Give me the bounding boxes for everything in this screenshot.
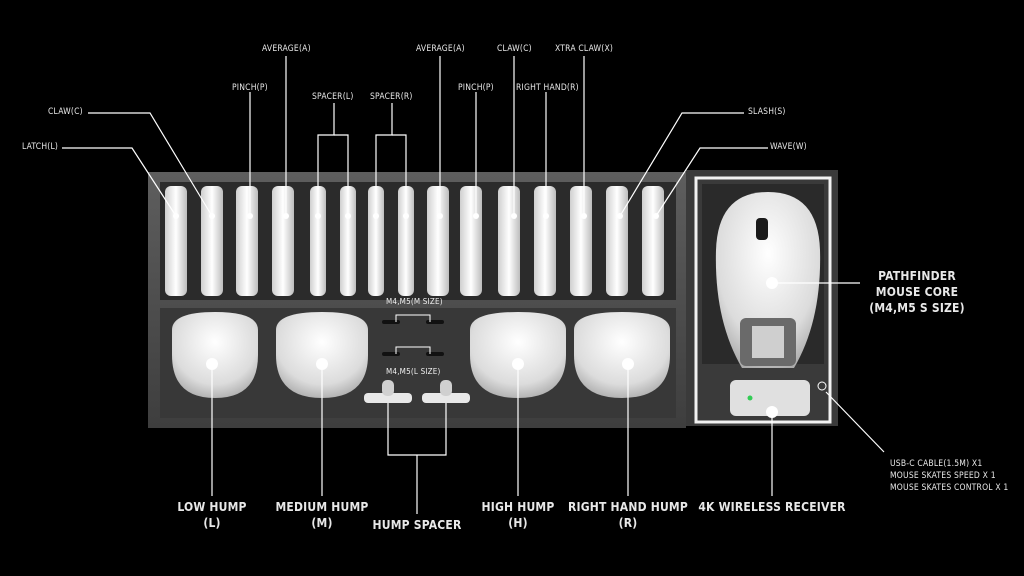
label-right-hand-hump: RIGHT HAND HUMP (R) bbox=[563, 499, 693, 531]
accessories-line2: MOUSE SKATES SPEED X 1 bbox=[890, 471, 996, 481]
note-m-size: M4,M5(M SIZE) bbox=[386, 297, 443, 306]
accessory-marker bbox=[817, 381, 827, 391]
label-spacer-l: SPACER(L) bbox=[312, 92, 354, 102]
side-part-xtra-claw bbox=[570, 186, 592, 296]
label-low-hump-line1: LOW HUMP bbox=[177, 500, 247, 514]
label-medium-hump: MEDIUM HUMP (M) bbox=[262, 499, 382, 531]
note-l-size: M4,M5(L SIZE) bbox=[386, 367, 441, 376]
core-label-line1: PATHFINDER bbox=[878, 269, 956, 283]
side-part-pinch-left bbox=[236, 186, 258, 296]
side-part-claw-right bbox=[498, 186, 520, 296]
side-part-latch bbox=[165, 186, 187, 296]
label-medium-hump-line1: MEDIUM HUMP bbox=[275, 500, 369, 514]
side-part-average-right bbox=[427, 186, 449, 296]
side-part-slash bbox=[606, 186, 628, 296]
hump-right-hand bbox=[574, 312, 670, 398]
side-part-spacer-l2 bbox=[340, 186, 356, 296]
label-average-left: AVERAGE(A) bbox=[262, 44, 311, 54]
label-average-right: AVERAGE(A) bbox=[416, 44, 465, 54]
side-part-claw-left bbox=[201, 186, 223, 296]
core-label-line2: MOUSE CORE bbox=[875, 285, 959, 299]
accessories-line3: MOUSE SKATES CONTROL X 1 bbox=[890, 483, 1009, 493]
label-high-hump: HIGH HUMP (H) bbox=[468, 499, 568, 531]
hump-high bbox=[470, 312, 566, 398]
side-part-slots bbox=[165, 186, 664, 296]
side-part-pinch-right bbox=[460, 186, 482, 296]
hump-low bbox=[172, 312, 258, 398]
leader-lines bbox=[62, 56, 885, 514]
label-medium-hump-line2: (M) bbox=[311, 516, 333, 530]
label-high-hump-line2: (H) bbox=[508, 516, 528, 530]
wireless-receiver bbox=[730, 380, 810, 416]
label-xtra-claw: XTRA CLAW(X) bbox=[555, 44, 614, 54]
label-low-hump: LOW HUMP (L) bbox=[162, 499, 262, 531]
label-slash: SLASH(S) bbox=[748, 107, 786, 117]
accessories-line1: USB-C CABLE(1.5M) X1 bbox=[890, 459, 983, 469]
accessories-label: USB-C CABLE(1.5M) X1 MOUSE SKATES SPEED … bbox=[890, 458, 1009, 494]
hump-medium bbox=[276, 312, 368, 398]
label-spacer-r: SPACER(R) bbox=[370, 92, 413, 102]
label-hump-spacer: HUMP SPACER bbox=[372, 518, 462, 532]
callout-dots bbox=[173, 213, 778, 418]
core-label-line3: (M4,M5 S SIZE) bbox=[869, 301, 965, 315]
side-part-wave bbox=[642, 186, 664, 296]
label-latch: LATCH(L) bbox=[22, 142, 59, 152]
label-pinch-right: PINCH(P) bbox=[458, 83, 494, 93]
side-part-spacer-r2 bbox=[398, 186, 414, 296]
side-part-average-left bbox=[272, 186, 294, 296]
label-wireless-receiver: 4K WIRELESS RECEIVER bbox=[698, 500, 846, 514]
label-low-hump-line2: (L) bbox=[203, 516, 221, 530]
side-part-right-hand bbox=[534, 186, 556, 296]
label-right-hand-hump-line2: (R) bbox=[618, 516, 638, 530]
label-wave: WAVE(W) bbox=[770, 142, 807, 152]
label-claw-left: CLAW(C) bbox=[48, 107, 83, 117]
label-right-hand: RIGHT HAND(R) bbox=[516, 83, 579, 93]
core-label: PATHFINDER MOUSE CORE (M4,M5 S SIZE) bbox=[862, 268, 972, 316]
label-claw-right: CLAW(C) bbox=[497, 44, 532, 54]
side-part-spacer-r1 bbox=[368, 186, 384, 296]
label-high-hump-line1: HIGH HUMP bbox=[481, 500, 555, 514]
label-pinch-left: PINCH(P) bbox=[232, 83, 268, 93]
label-right-hand-hump-line1: RIGHT HAND HUMP bbox=[568, 500, 688, 514]
hump-spacer-parts bbox=[364, 380, 470, 403]
side-part-spacer-l1 bbox=[310, 186, 326, 296]
